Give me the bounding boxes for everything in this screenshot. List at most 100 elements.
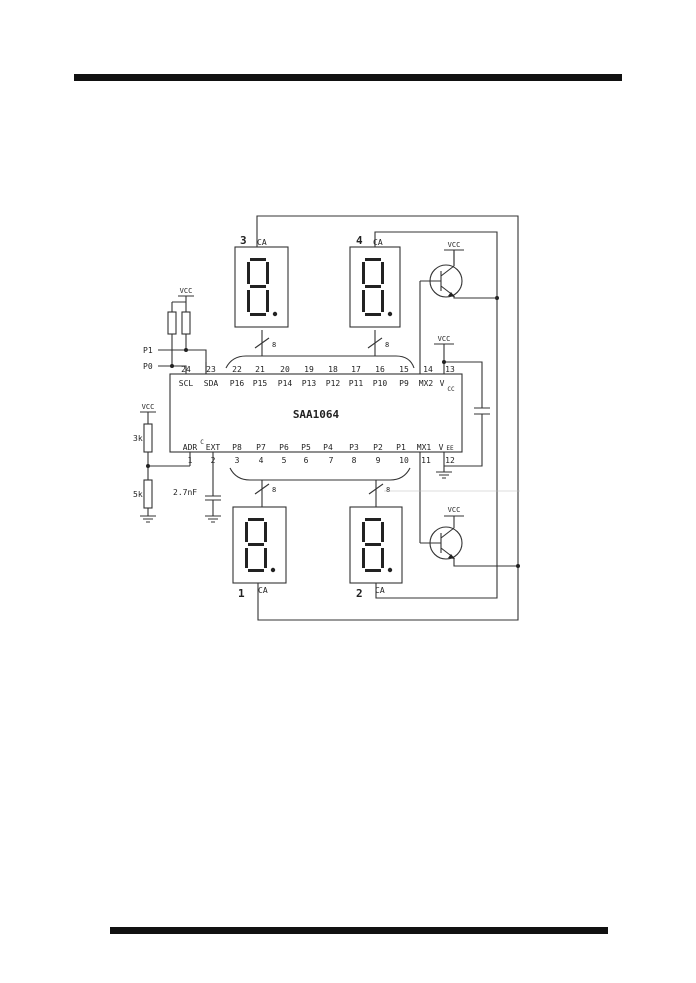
pin-number-13: 13 [445,365,455,374]
vcc-label-upper-transistor: VCC [448,241,461,249]
bus-width-label-2: 8 [386,486,390,494]
pin-label-sda: SDA [204,379,219,388]
resistor-3k-label: 3k [133,434,143,443]
seven-segment-display-3: 3 CA [234,234,289,328]
divider-vcc-wire [140,411,156,424]
ic-name: SAA1064 [293,408,340,421]
bus-width-label-1: 8 [272,486,276,494]
pin-label-p1: P1 [396,443,406,452]
pin-label-c: C [200,439,204,446]
pin-label-vcc-sub: CC [447,386,455,393]
pin-label-p4: P4 [323,443,333,452]
display-4-segments [362,258,384,316]
top-horizontal-rule [74,74,622,81]
pin-label-p7: P7 [256,443,266,452]
resistor-3k [143,423,153,453]
ground-symbol-divider [140,515,156,523]
display-4-decimal-point [387,311,393,317]
bottom-bus-curve [229,467,411,481]
seven-segment-display-2: 2 CA [349,506,403,600]
ca-wire-display-2 [375,298,498,599]
pin-label-p16: P16 [230,379,245,388]
junction-lower-right [516,564,520,568]
pin-label-adr: ADR [183,443,198,452]
ca-wire-display-4 [374,231,498,298]
display-4-number: 4 [356,234,363,247]
capacitor-label: 2.7nF [173,488,197,497]
pullup-resistor-2 [181,311,191,335]
bottom-horizontal-rule [110,927,608,934]
display-1-number: 1 [238,587,245,600]
ca-wire-display-3 [256,215,519,621]
pin-number-14: 14 [423,365,433,374]
display-3-ca-label: CA [257,238,267,247]
pin-label-p9: P9 [399,379,409,388]
pin-number-22: 22 [232,365,242,374]
transistor-lower: VCC [419,466,464,567]
display-2-decimal-point [387,567,393,573]
ic-top-pins: 24 23 22 21 20 19 18 17 16 15 14 13 SCL … [179,365,455,393]
ic-bottom-pins: ADR EXT C P8 P7 P6 P5 P4 P3 P2 P1 MX1 V … [183,439,455,465]
pin-number-20: 20 [280,365,290,374]
pin-number-15: 15 [399,365,409,374]
pin-label-vcc: V [440,379,445,388]
ground-symbol-vee [436,466,452,479]
divider-mid-wire [147,452,190,516]
pin-label-p8: P8 [232,443,242,452]
junction-adr [146,464,150,468]
pin-label-vee: V [439,443,444,452]
pin-label-p6: P6 [279,443,289,452]
vcc-supply-wire [434,343,490,467]
vcc-label-divider: VCC [142,403,155,411]
pin-label-p14: P14 [278,379,293,388]
pin-label-p13: P13 [302,379,317,388]
display-1-segments [245,518,267,572]
transistor-upper: VCC [419,241,497,362]
seven-segment-display-1: 1 CA [232,506,287,600]
pullup-vcc-wire [171,295,194,312]
display-4-ca-label: CA [373,238,383,247]
pin-number-12: 12 [445,456,455,465]
display-2-number: 2 [356,587,363,600]
p1-wire [158,334,207,374]
pin-label-p11: P11 [349,379,364,388]
pin-number-3: 3 [235,456,240,465]
pin-number-21: 21 [255,365,265,374]
display-1-body [232,506,287,584]
display-1-decimal-point [270,567,276,573]
top-bus-curve [225,355,415,369]
p0-wire [158,334,187,374]
pin-number-7: 7 [329,456,334,465]
resistor-5k-label: 5k [133,490,143,499]
bus-width-label-3: 8 [272,341,276,349]
vcc-label-lower-transistor: VCC [448,506,461,514]
pin-label-p2: P2 [373,443,383,452]
pin-number-23: 23 [206,365,216,374]
pin-number-11: 11 [421,456,431,465]
display-3-number: 3 [240,234,247,247]
seven-segment-display-4: 4 CA [349,234,401,328]
display-3-decimal-point [272,311,278,317]
junction-vcc [442,360,446,364]
junction-p0 [170,364,174,368]
pin-number-6: 6 [304,456,309,465]
vcc-label-pullup: VCC [180,287,193,295]
bus-slashes [254,337,384,495]
display-3-body [234,246,289,328]
junction-p1 [184,348,188,352]
bus-width-label-4: 8 [385,341,389,349]
pin-label-p5: P5 [301,443,311,452]
vcc-label-ic: VCC [438,335,451,343]
pin-number-9: 9 [376,456,381,465]
pin-number-5: 5 [282,456,287,465]
pin-label-p15: P15 [253,379,268,388]
pin-number-10: 10 [399,456,409,465]
pin-number-8: 8 [352,456,357,465]
pin-number-19: 19 [304,365,314,374]
p1-label: P1 [143,346,153,355]
pin-number-4: 4 [259,456,264,465]
resistor-5k [143,479,153,509]
display-2-segments [362,518,384,572]
ic-body [169,373,463,453]
